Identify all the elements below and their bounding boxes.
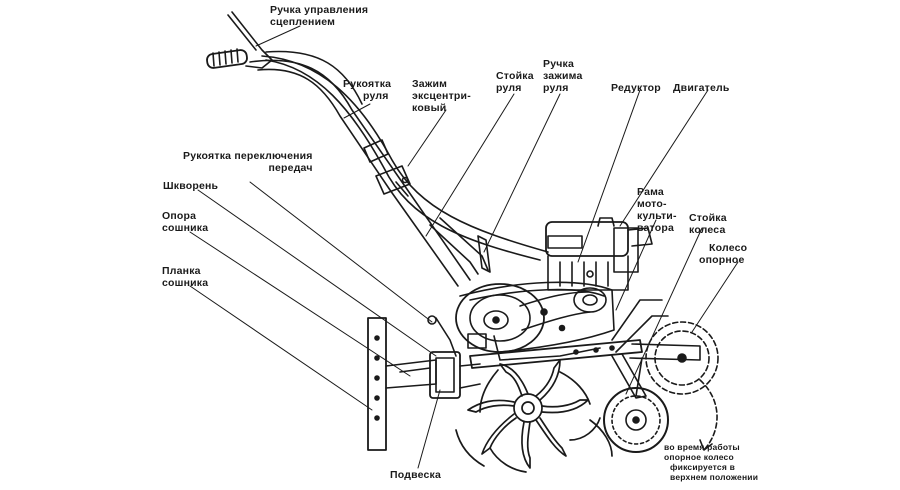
- label-eccentric-clamp: Зажим эксцентри- ковый: [412, 78, 471, 114]
- note-line: опорное колесо: [664, 452, 734, 462]
- label-line: Стойка: [496, 70, 534, 82]
- label-line: сцеплением: [270, 16, 336, 28]
- label-line: Ручка управления: [270, 4, 369, 16]
- label-line: Стойка: [689, 212, 727, 224]
- label-line: Рукоятка переключения: [183, 150, 313, 162]
- label-cultivator-frame: Рама мото- культи- ватора: [637, 186, 677, 234]
- label-coulter-plate: Планка сошника: [162, 265, 208, 289]
- support-wheel-lower: [603, 387, 669, 453]
- label-wheel-post: Стойка колеса: [689, 212, 727, 236]
- label-coulter-support: Опора сошника: [162, 210, 208, 234]
- label-line: Рукоятка: [343, 78, 392, 90]
- label-support-wheel: Колесо опорное: [699, 242, 747, 266]
- engine: [545, 217, 653, 291]
- label-gearbox: Редуктор: [611, 82, 661, 94]
- label-king-pin: Шкворень: [163, 180, 218, 192]
- label-line: Ручка: [543, 58, 575, 70]
- label-handlebar-post: Стойка руля: [496, 70, 534, 94]
- label-line: ватора: [637, 222, 675, 234]
- coulter: [367, 315, 481, 451]
- label-line: Зажим: [412, 78, 448, 90]
- label-engine: Двигатель: [673, 82, 730, 94]
- handlebar: [206, 11, 549, 287]
- label-line: руля: [363, 90, 389, 102]
- label-line: сошника: [162, 222, 209, 234]
- note-line: верхнем положении: [670, 472, 759, 482]
- label-line: Опора: [162, 210, 197, 222]
- note-line: фиксируется в: [670, 462, 735, 472]
- label-line: передач: [268, 162, 313, 174]
- support-wheel-upper: [645, 321, 719, 451]
- label-line: культи-: [637, 210, 677, 222]
- label-gear-shift-handle: Рукоятка переключения передач: [183, 150, 313, 174]
- label-line: сошника: [162, 277, 209, 289]
- label-line: Планка: [162, 265, 201, 277]
- note-line: во время работы: [664, 442, 740, 452]
- label-handlebar-clamp-knob: Ручка зажима руля: [543, 58, 583, 94]
- label-line: Шкворень: [163, 180, 219, 192]
- label-line: Редуктор: [611, 82, 661, 94]
- handlebar-post: [429, 217, 491, 275]
- label-line: ковый: [412, 102, 447, 114]
- label-line: Подвеска: [390, 469, 442, 481]
- tiller-tines: [455, 359, 613, 473]
- label-line: Колесо: [709, 242, 748, 254]
- gearbox: [455, 281, 615, 361]
- label-line: Рама: [637, 186, 664, 198]
- label-line: Двигатель: [673, 82, 730, 94]
- label-handlebar-grip: Рукоятка руля: [343, 78, 391, 102]
- label-line: опорное: [699, 254, 745, 266]
- label-line: зажима: [543, 70, 583, 82]
- leader-lines: [189, 25, 739, 469]
- label-clutch-handle: Ручка управления сцеплением: [270, 4, 368, 28]
- cultivator-frame: [469, 299, 669, 369]
- label-line: эксцентри-: [412, 90, 471, 102]
- label-suspension: Подвеска: [390, 469, 441, 481]
- label-line: колеса: [689, 224, 726, 236]
- wheel-position-note: во время работы опорное колесо фиксирует…: [664, 442, 758, 482]
- label-line: руля: [496, 82, 522, 94]
- label-line: мото-: [637, 198, 667, 210]
- label-line: руля: [543, 82, 569, 94]
